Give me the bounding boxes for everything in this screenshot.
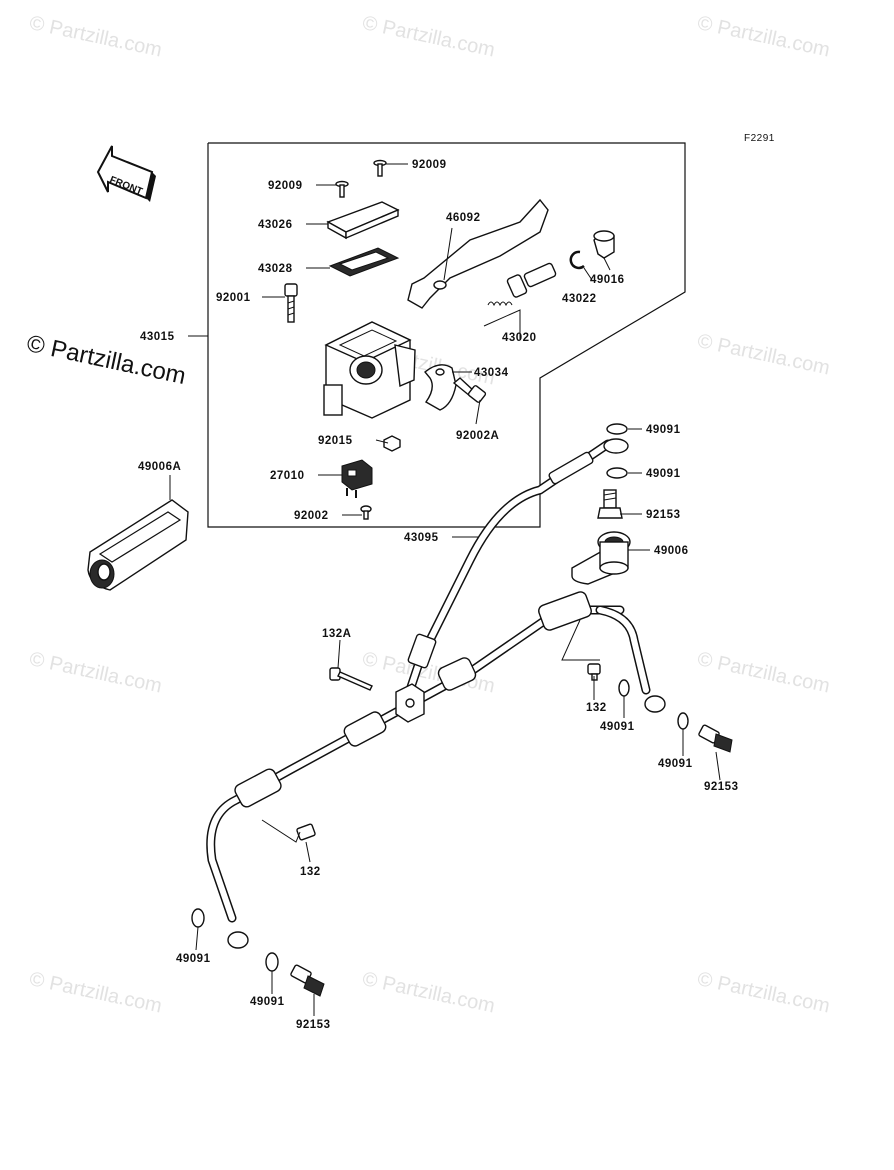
part-label: 92002A (456, 430, 499, 442)
boot-49016 (593, 230, 615, 259)
brake-hose-43095 (405, 439, 613, 695)
part-label: 49006 (654, 545, 688, 557)
screw-92009-upper (373, 159, 387, 177)
part-label: 43026 (258, 219, 292, 231)
part-label: 43028 (258, 263, 293, 275)
part-label: 49016 (590, 274, 624, 286)
front-arrow-icon: FRONT (96, 145, 156, 202)
cover-49006A (87, 499, 189, 591)
washer-49091 (265, 952, 279, 972)
washer-49091 (677, 712, 689, 730)
part-label: 27010 (270, 470, 304, 482)
part-label: 49091 (646, 468, 681, 480)
screw-92002 (360, 505, 372, 520)
part-label: 49006A (138, 461, 181, 473)
part-label: 92015 (318, 435, 353, 447)
part-label: 92001 (216, 292, 251, 304)
part-label: 43022 (562, 293, 596, 305)
screw-92009-lower (335, 180, 349, 198)
part-label: 43020 (502, 332, 536, 344)
washer-49091 (606, 423, 628, 435)
part-label: 49091 (250, 996, 285, 1008)
banjo-fitting (603, 438, 629, 454)
part-label: 92009 (268, 180, 302, 192)
part-label: 43034 (474, 367, 509, 379)
circlip-43022 (569, 250, 585, 270)
figure-code: F2291 (744, 133, 775, 144)
part-label: 92153 (296, 1019, 330, 1031)
three-way-joint (395, 683, 425, 723)
assembly-frame (207, 142, 686, 528)
master-cylinder-43015 (323, 321, 416, 419)
part-label: 132 (300, 866, 321, 878)
part-label: 49091 (646, 424, 681, 436)
bolt-92001 (284, 283, 298, 323)
banjo-bolt-92153 (698, 724, 733, 753)
part-label: 46092 (446, 212, 480, 224)
washer-49091 (606, 467, 628, 479)
part-label: 132A (322, 628, 352, 640)
bolt-132A (329, 667, 373, 691)
part-label: 49091 (176, 953, 211, 965)
piston-kit-43020 (487, 262, 557, 307)
bolt-92002A (452, 377, 487, 403)
part-label: 92153 (704, 781, 738, 793)
washer-49091 (191, 908, 205, 928)
leader-lines (169, 163, 721, 1016)
bolt-132-left (296, 823, 316, 841)
cover-49006 (571, 531, 631, 585)
nut-92015 (383, 435, 401, 452)
part-label: 132 (586, 702, 607, 714)
banjo-bolt-92153 (597, 489, 623, 519)
washer-49091 (618, 679, 630, 697)
part-label: 92153 (646, 509, 680, 521)
brake-switch-27010 (341, 459, 373, 498)
part-label: 43015 (140, 331, 175, 343)
part-label: 49091 (658, 758, 693, 770)
part-label: 49091 (600, 721, 635, 733)
banjo-bolt-92153 (290, 964, 325, 997)
part-label: 43095 (404, 532, 439, 544)
banjo-fitting (644, 695, 666, 713)
part-label: 92009 (412, 159, 446, 171)
part-label: 92002 (294, 510, 328, 522)
banjo-fitting (227, 931, 249, 949)
clamp-43034 (424, 364, 457, 411)
